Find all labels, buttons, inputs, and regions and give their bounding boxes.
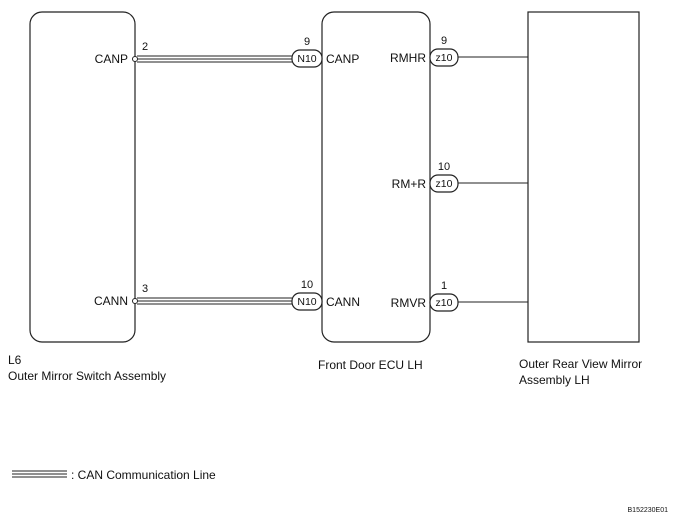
legend-can-line-symbol xyxy=(12,470,67,478)
ecu-rmhr-label: RMHR xyxy=(390,51,426,65)
can-line-canp xyxy=(137,55,292,63)
ecu-rmvr-label: RMVR xyxy=(391,296,427,310)
ecu-rmr-label: RM+R xyxy=(392,177,427,191)
connector-z10-rmhr xyxy=(429,48,459,67)
front-door-ecu-box xyxy=(321,11,431,343)
switch-name-label: Outer Mirror Switch Assembly xyxy=(8,369,166,383)
outer-rear-view-mirror-box xyxy=(527,11,640,343)
connector-z10-rmvr xyxy=(429,293,459,312)
switch-cann-label: CANN xyxy=(94,294,128,308)
ecu-rmvr-pin: 1 xyxy=(441,280,447,292)
outer-mirror-switch-box xyxy=(29,11,136,343)
ecu-canp-label: CANP xyxy=(326,52,359,66)
legend-text: : CAN Communication Line xyxy=(71,468,216,482)
ecu-rmr-pin: 10 xyxy=(438,161,450,173)
connector-z10-rmhr-label: z10 xyxy=(436,52,453,64)
ecu-cann-label: CANN xyxy=(326,295,360,309)
ecu-rmhr-pin: 9 xyxy=(441,35,447,47)
switch-pin-cann-terminal xyxy=(132,298,138,304)
connector-n10-canp-label: N10 xyxy=(297,53,316,65)
mirror-name-line2: Assembly LH xyxy=(519,373,590,387)
connector-n10-cann xyxy=(291,292,323,311)
connector-z10-rmr-label: z10 xyxy=(436,178,453,190)
ecu-canp-pin: 9 xyxy=(304,36,310,48)
connector-z10-rmvr-label: z10 xyxy=(436,297,453,309)
connector-n10-canp xyxy=(291,49,323,68)
switch-canp-pin: 2 xyxy=(142,41,148,53)
switch-code-label: L6 xyxy=(8,353,22,367)
figure-code: B152230E01 xyxy=(628,507,669,514)
connector-n10-cann-label: N10 xyxy=(297,296,316,308)
switch-pin-canp-terminal xyxy=(132,56,138,62)
switch-canp-label: CANP xyxy=(95,52,128,66)
ecu-cann-pin: 10 xyxy=(301,279,313,291)
mirror-name-line1: Outer Rear View Mirror xyxy=(519,357,642,371)
can-line-cann xyxy=(137,297,292,305)
ecu-name-label: Front Door ECU LH xyxy=(318,358,423,372)
switch-cann-pin: 3 xyxy=(142,283,148,295)
connector-z10-rmr xyxy=(429,174,459,193)
